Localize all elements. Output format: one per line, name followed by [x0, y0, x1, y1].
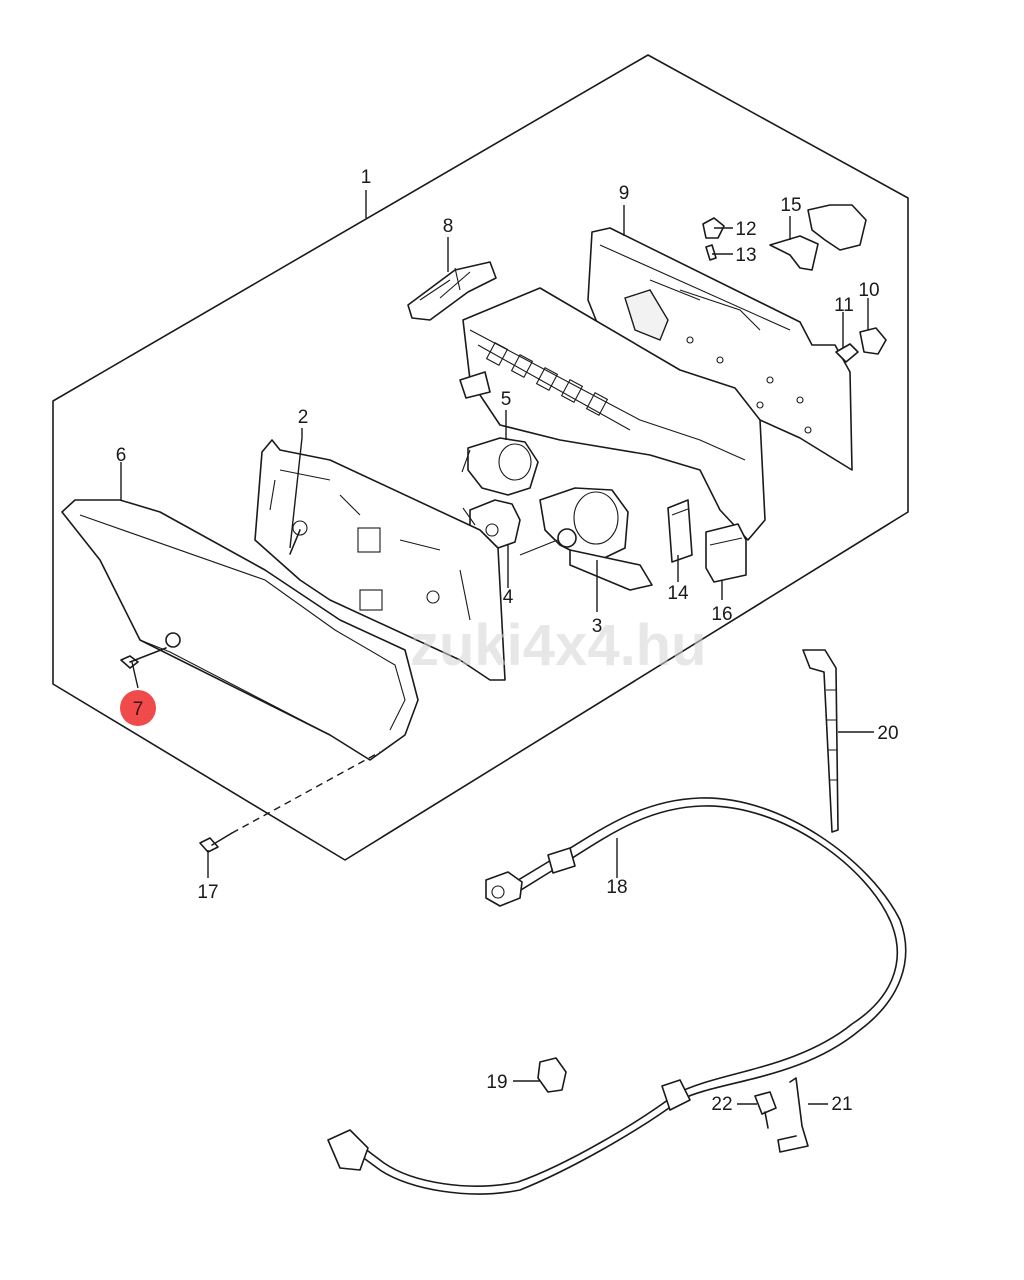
part-12-clip [702, 217, 725, 239]
callout-13: 13 [735, 245, 756, 266]
callout-7[interactable]: 7 [133, 699, 144, 720]
part-20-cable-tie [802, 649, 839, 833]
leader-lines [120, 190, 874, 1105]
callout-14: 14 [667, 583, 689, 604]
callout-11: 11 [834, 295, 854, 316]
callout-9: 9 [619, 183, 630, 204]
callout-12: 12 [735, 219, 756, 240]
callout-17: 17 [197, 882, 218, 903]
callout-10: 10 [858, 280, 879, 301]
callout-21: 21 [831, 1094, 852, 1115]
part-16-connector [705, 523, 747, 583]
callout-22: 22 [711, 1094, 732, 1115]
callout-15: 15 [780, 195, 801, 216]
part-18-cable [327, 797, 907, 1195]
callout-4: 4 [503, 587, 514, 608]
part-21-bracket [777, 1077, 809, 1153]
part-15-bracket [769, 204, 867, 271]
callout-6: 6 [116, 445, 127, 466]
part-13-bulb [705, 244, 717, 261]
part-5-gauge [461, 437, 539, 496]
callout-5: 5 [501, 389, 512, 410]
callout-19: 19 [486, 1072, 507, 1093]
part-3-speedometer-unit [519, 487, 653, 591]
part-6-front-bezel [61, 499, 419, 761]
assembly-outline [52, 54, 909, 861]
callout-3: 3 [592, 616, 603, 637]
highlight-circle[interactable] [120, 690, 156, 726]
callout-20: 20 [877, 723, 898, 744]
part-17-screw [199, 751, 381, 853]
callout-8: 8 [443, 216, 454, 237]
watermark: zuki4x4.hu [410, 613, 707, 678]
part-22-bolt [754, 1091, 777, 1129]
part-19-clip [537, 1057, 567, 1093]
part-14-module [667, 499, 693, 563]
part-10-socket [859, 327, 887, 355]
callout-16: 16 [711, 604, 732, 625]
part-7-screw [120, 647, 167, 669]
part-8-bracket [407, 261, 497, 321]
part-9-circuit-board [587, 227, 853, 471]
part-2-dial-face [254, 439, 506, 681]
callout-2: 2 [298, 407, 309, 428]
part-11-bulb [835, 343, 859, 363]
callout-1: 1 [361, 167, 372, 188]
callout-18: 18 [606, 877, 627, 898]
